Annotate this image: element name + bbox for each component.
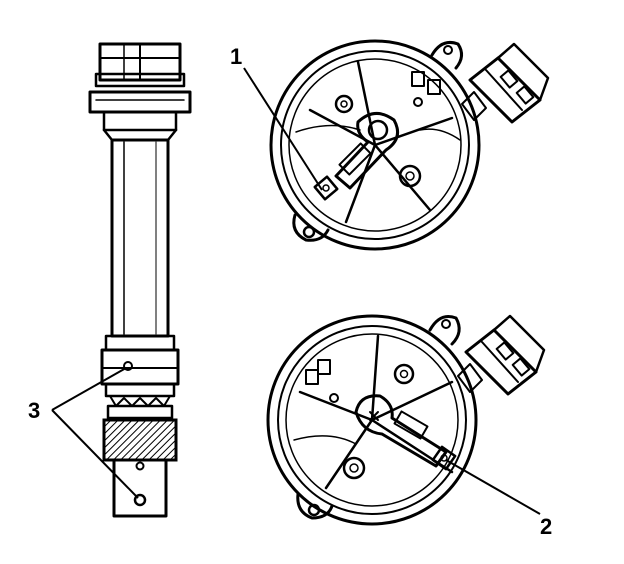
mount-hole-bottom-left (307, 503, 321, 517)
boss-bottom-top (393, 363, 415, 385)
boss-bottom-lower (342, 456, 366, 480)
leader-line-2 (445, 459, 541, 515)
drive-gear (102, 418, 178, 462)
callout-1: 1 (230, 44, 242, 69)
leader-line-3b (51, 409, 139, 499)
electrical-connector-top (461, 42, 550, 124)
shaft-pin-hole-upper (123, 361, 133, 371)
rotor-bottom (354, 394, 457, 471)
boss-top-left (334, 94, 354, 114)
distributor-housing-bottom (266, 314, 546, 526)
callout-2: 2 (540, 514, 552, 539)
distributor-shaft (88, 42, 192, 518)
leader-lines (51, 67, 541, 515)
electrical-connector-bottom (457, 314, 546, 396)
distributor-housing-top (269, 39, 550, 251)
mount-hole-top-right (443, 45, 453, 55)
leader-line-1 (243, 67, 323, 191)
boss-top-lower (398, 164, 422, 188)
leader-line-3a (51, 367, 127, 411)
rotor-top (313, 112, 400, 201)
mount-hole-bottom-right (441, 319, 451, 329)
mount-hole-top-left (302, 225, 316, 239)
callout-3: 3 (28, 398, 40, 423)
shaft-pin-hole-lower (135, 461, 145, 471)
